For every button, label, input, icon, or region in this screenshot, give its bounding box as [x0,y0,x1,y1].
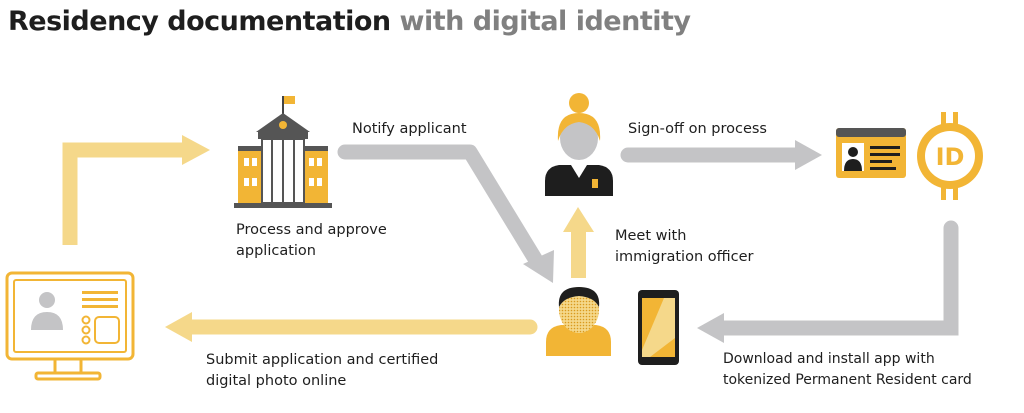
arrow-submit-application [165,312,538,342]
immigration-officer-icon [545,93,613,196]
id-token-icon: ID [917,112,983,200]
title-main: Residency documentation [8,6,391,37]
id-token-text: ID [936,143,965,171]
id-card-icon [836,128,906,178]
label-download-line-2: tokenized Permanent Resident card [723,372,972,388]
label-submit-line-1: Submit application and certified [206,352,439,368]
label-signoff: Sign-off on process [628,119,767,140]
label-meet-line-1: Meet with [615,228,687,244]
label-process-line-1: Process and approve [236,222,387,238]
page-title: Residency documentation with digital ide… [8,6,691,37]
label-process-line-2: application [236,243,316,259]
applicant-person-icon [546,287,611,356]
arrow-computer-to-building [62,135,210,245]
smartphone-icon [638,290,679,365]
title-accent: with digital identity [399,6,691,37]
computer-monitor-icon [5,271,135,381]
label-download-line-1: Download and install app with [723,351,935,367]
arrow-signoff [620,140,822,170]
government-building-icon [234,96,332,208]
arrow-meet-officer [563,207,594,278]
label-meet-officer: Meet with immigration officer [615,226,754,268]
arrow-download-app [697,220,959,343]
label-submit-application: Submit application and certified digital… [206,350,438,392]
label-meet-line-2: immigration officer [615,249,754,265]
label-submit-line-2: digital photo online [206,373,347,389]
label-notify-applicant: Notify applicant [352,119,467,140]
label-download-app: Download and install app with tokenized … [723,349,972,391]
arrow-notify-applicant [337,144,554,283]
label-notify-line-1: Notify applicant [352,121,467,137]
label-process-approve: Process and approve application [236,220,387,262]
label-signoff-line-1: Sign-off on process [628,121,767,137]
